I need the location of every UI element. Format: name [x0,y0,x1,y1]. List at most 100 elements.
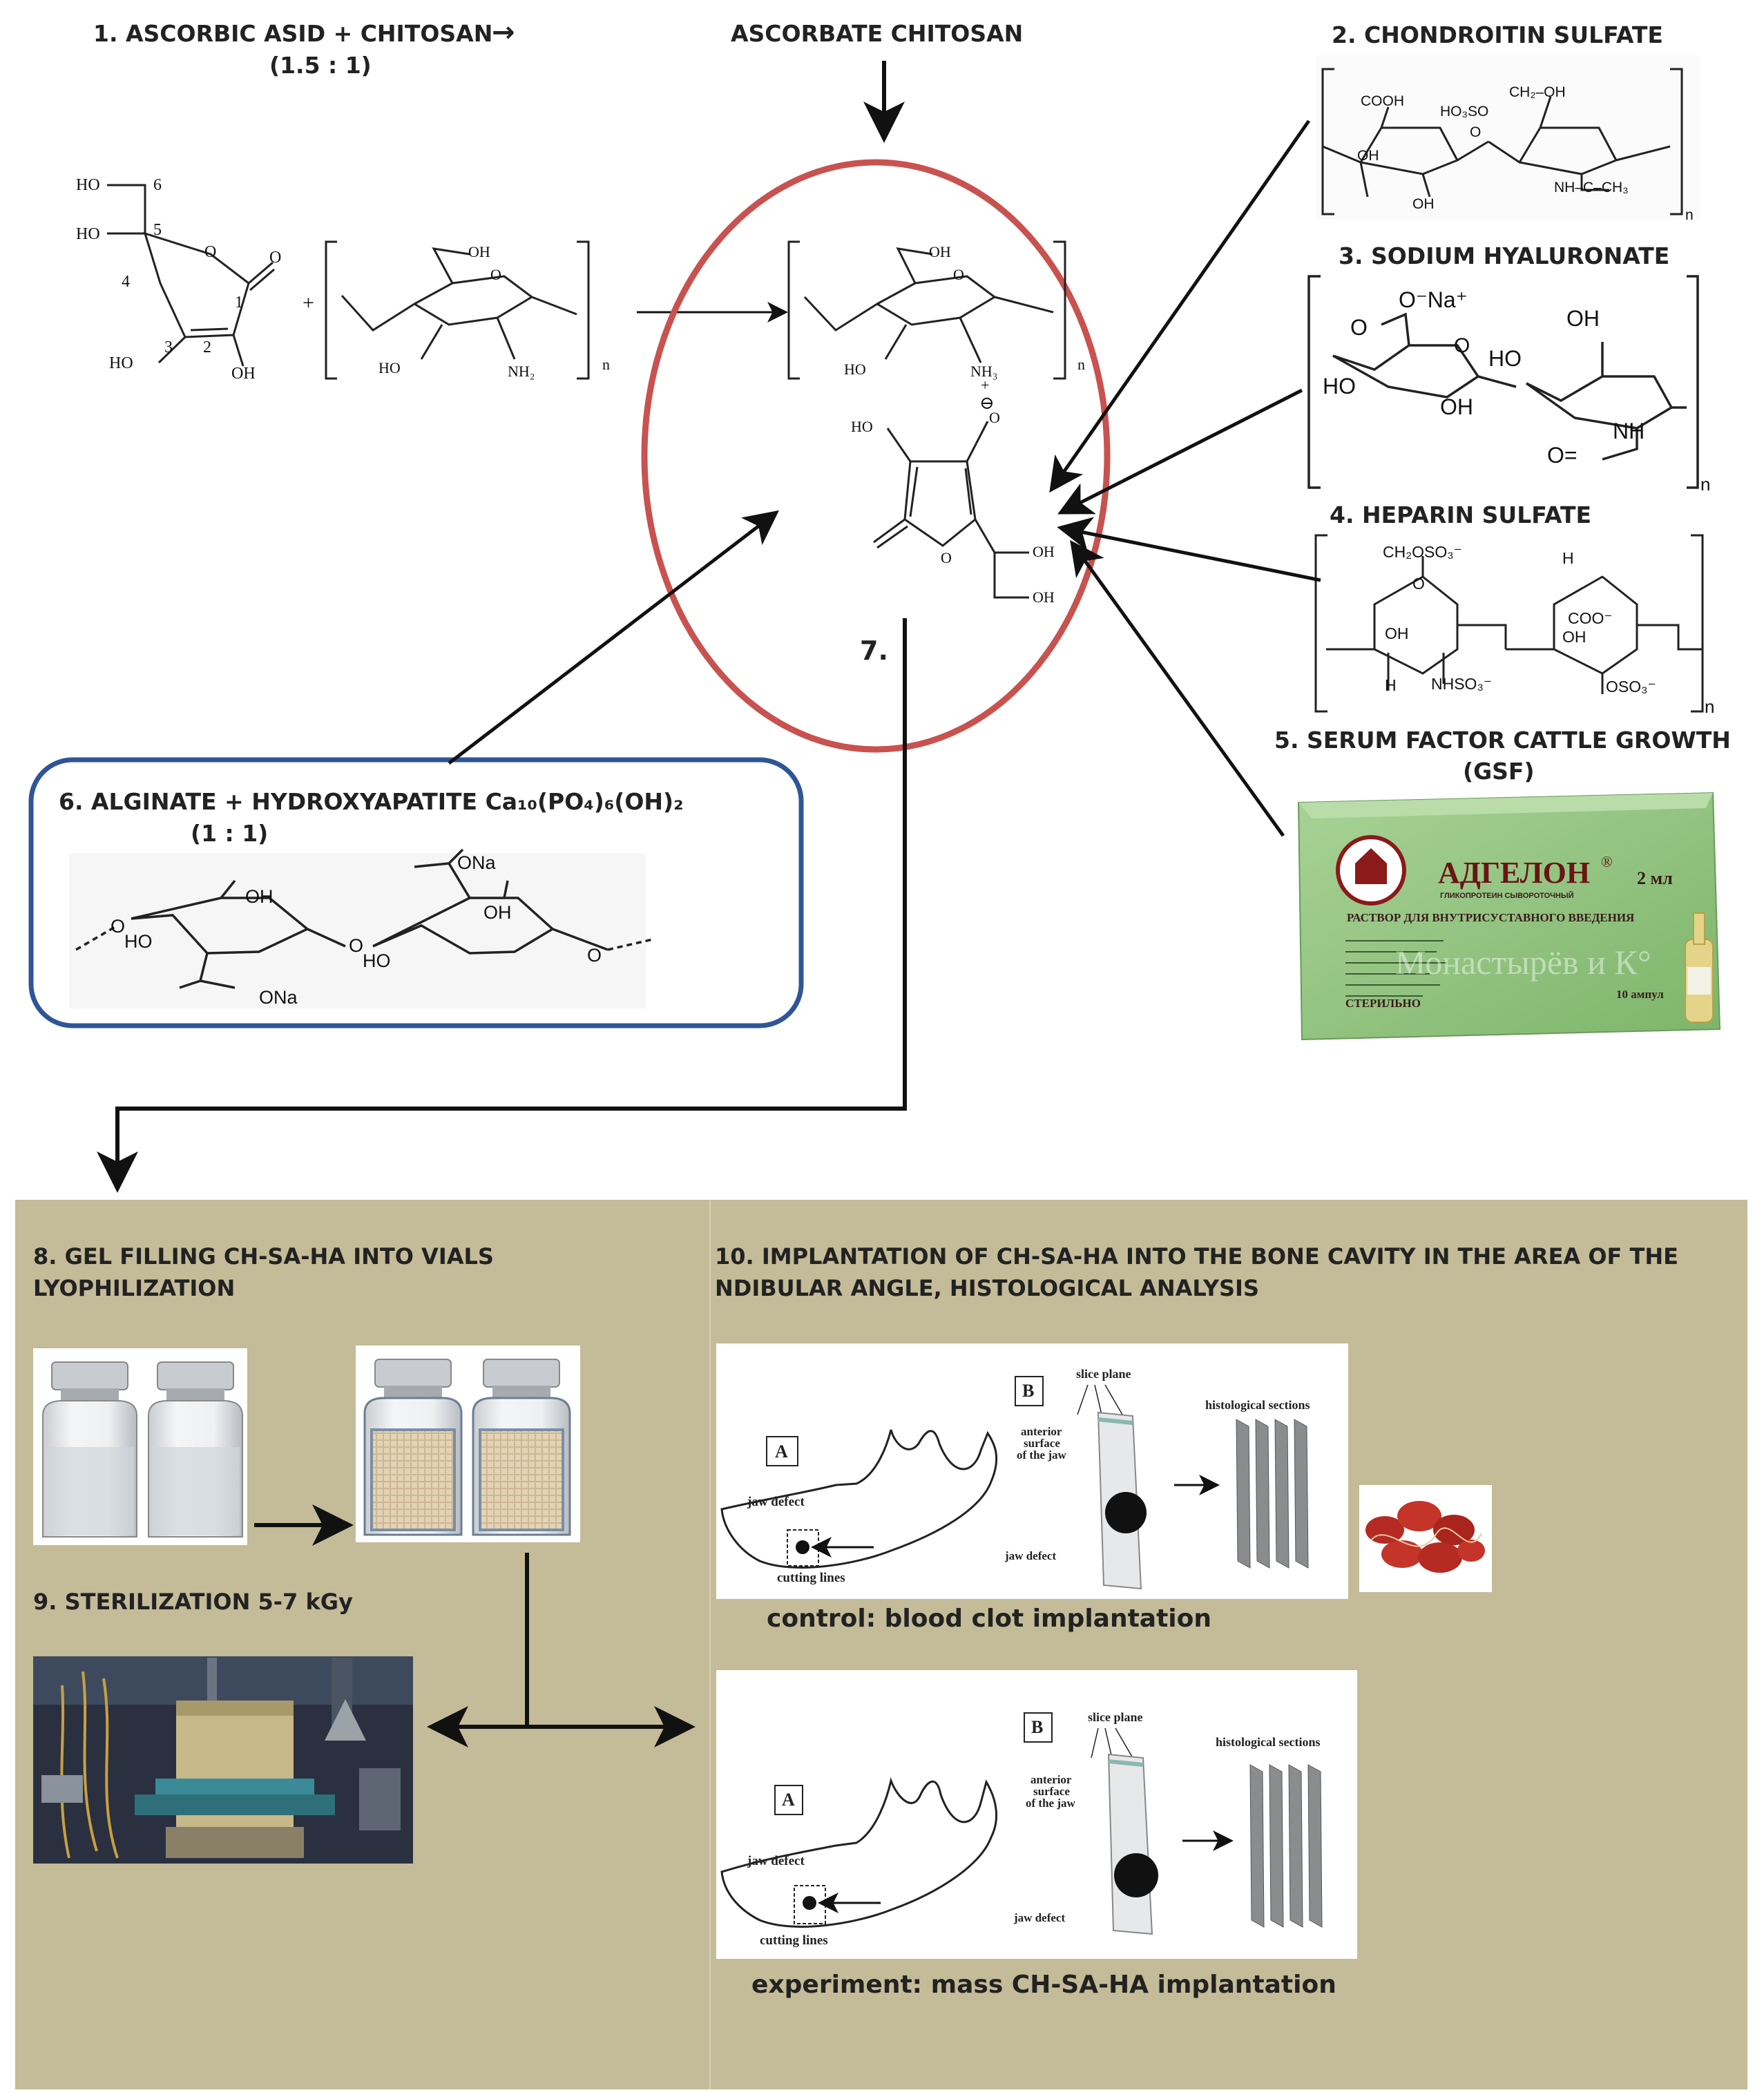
step1-title: 1. ASCORBIC ASID + CHITOSAN [93,20,492,47]
svg-text:O: O [941,549,952,566]
arrow-heparin [1057,517,1321,582]
svg-text:n: n [602,356,610,373]
svg-text:O: O [1470,124,1481,140]
chitosan-labels: OH O HO NH₂ n [378,243,610,380]
svg-text:HO: HO [1488,346,1522,371]
svg-text:A: A [782,1790,795,1810]
svg-text:surface: surface [1033,1785,1070,1798]
svg-text:HO: HO [76,176,100,194]
svg-text:6: 6 [153,176,162,194]
svg-text:O: O [1350,315,1368,340]
svg-text:HO: HO [76,225,100,243]
vials-lyophilized [356,1346,580,1542]
step8-line1: 8. GEL FILLING CH-SA-HA INTO VIALS [33,1243,494,1270]
svg-text:O: O [1412,575,1425,593]
svg-text:O: O [1454,334,1470,357]
svg-text:slice plane: slice plane [1076,1367,1131,1381]
svg-text:NH–C–CH₃: NH–C–CH₃ [1554,180,1629,195]
ampoule-icon [1685,912,1714,1023]
arrow-ring-to-filling [97,618,907,1193]
product-structure [787,240,1066,599]
step3-title: 3. SODIUM HYALURONATE [1339,242,1669,269]
svg-text:O: O [204,243,216,261]
adgelon-box: АДГЕЛОН ® 2 мл ГЛИКОПРОТЕИН СЫВОРОТОЧНЫЙ… [1297,792,1721,1041]
chondroitin-labels: COOH HO₃SO CH₂–OH OH OH NH–C–CH₃ O n [1357,84,1694,223]
svg-text:NH: NH [1613,419,1645,443]
svg-text:B: B [1031,1717,1043,1737]
svg-text:4: 4 [122,273,130,291]
svg-text:OH: OH [1412,196,1435,212]
jaw-outline-control [720,1429,998,1569]
svg-text:OH: OH [1385,624,1409,642]
svg-text:O: O [953,266,964,283]
svg-text:of the jaw: of the jaw [1026,1797,1075,1810]
svg-text:cutting lines: cutting lines [760,1933,828,1948]
adgelon-sterile: СТЕРИЛЬНО [1345,997,1421,1010]
svg-text:CH₂OSO₃⁻: CH₂OSO₃⁻ [1383,543,1462,561]
svg-text:O=: O= [1547,443,1578,468]
svg-text:HO₃SO: HO₃SO [1440,104,1488,119]
adgelon-ampoules: 10 ампул [1616,988,1664,1001]
svg-text:H: H [1385,676,1397,694]
alginate-labels: OH ONa OH HO HO ONa O O O [111,852,602,1008]
adgelon-watermark: Монастырёв и К° [1395,943,1651,982]
ascorbate-chitosan-title: ASCORBATE CHITOSAN [731,20,1023,47]
step6-ratio: (1 : 1) [191,820,268,847]
svg-text:histological sections: histological sections [1205,1398,1310,1412]
svg-text:HO: HO [109,354,133,372]
svg-text:B: B [1022,1381,1034,1401]
svg-text:ONa: ONa [457,852,497,873]
hyaluronate-structure [1307,275,1699,489]
svg-text:HO: HO [851,418,873,435]
step6-title: 6. ALGINATE + HYDROXYAPATITE Ca₁₀(PO₄)₆(… [59,788,684,815]
svg-text:NH₂: NH₂ [508,363,535,380]
svg-text:OH: OH [929,243,951,260]
svg-text:n: n [1705,696,1714,717]
svg-text:OH: OH [1562,628,1586,646]
step2-title: 2. CHONDROITIN SULFATE [1332,21,1663,48]
hyaluronate-labels: O⁻Na⁺ O OH HO OH HO NH O= O n [1323,287,1710,495]
control-implant-panel: A jaw defect cutting lines B slice plane… [716,1343,1348,1599]
svg-text:COO⁻: COO⁻ [1568,609,1613,627]
svg-text:OH: OH [245,886,274,907]
step10-line1: 10. IMPLANTATION OF CH-SA-HA INTO THE BO… [715,1243,1678,1270]
svg-text:slice plane: slice plane [1088,1710,1143,1724]
svg-text:ONa: ONa [259,987,298,1008]
chitosan-structure [325,240,590,380]
alginate-structure [69,848,653,1008]
step5-title-line1: 5. SERUM FACTOR CATTLE GROWTH [1274,727,1731,754]
svg-text:⊖: ⊖ [979,393,995,413]
svg-text:CH₂–OH: CH₂–OH [1509,84,1566,100]
svg-text:surface: surface [1024,1437,1060,1450]
svg-text:cutting lines: cutting lines [777,1571,845,1585]
svg-text:NHSO₃⁻: NHSO₃⁻ [1431,675,1492,693]
product-labels: OH O HO NH₃ + ⊖ O HO O OH OH n 7. [844,243,1085,666]
svg-text:OH: OH [1033,543,1055,560]
svg-text:A: A [775,1442,788,1462]
adgelon-solution: РАСТВОР ДЛЯ ВНУТРИСУСТАВНОГО ВВЕДЕНИЯ [1347,911,1634,924]
svg-text:O⁻Na⁺: O⁻Na⁺ [1399,287,1468,312]
svg-text:OH: OH [468,243,490,260]
experiment-implant-panel: A jaw defect cutting lines B slice plane… [716,1670,1357,1959]
adgelon-brand: АДГЕЛОН [1438,856,1590,890]
heparin-structure [1314,534,1704,713]
ascorbic-acid-structure [107,184,275,367]
control-caption: control: blood clot implantation [767,1605,1211,1633]
svg-text:HO: HO [363,950,391,971]
svg-text:COOH: COOH [1361,93,1404,109]
svg-text:jaw defect: jaw defect [747,1854,805,1868]
blood-clot-image [1359,1485,1492,1592]
svg-text:+: + [303,291,314,314]
experiment-caption: experiment: mass CH-SA-HA implantation [751,1971,1336,1999]
step1-ratio: (1.5 : 1) [269,52,372,79]
svg-text:HO: HO [844,361,866,378]
svg-text:n: n [1700,474,1710,495]
svg-text:HO: HO [378,359,401,376]
svg-text:anterior: anterior [1021,1425,1062,1438]
chondroitin-structure [1316,55,1699,220]
svg-text:n: n [1685,207,1694,223]
arrow-hyaluronate [1057,388,1303,515]
svg-text:H: H [1562,549,1574,567]
svg-text:OH: OH [1357,148,1379,164]
